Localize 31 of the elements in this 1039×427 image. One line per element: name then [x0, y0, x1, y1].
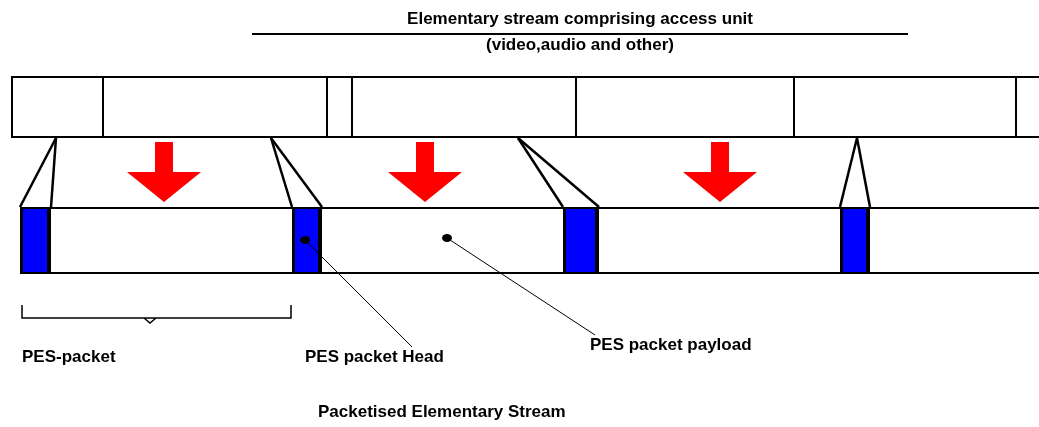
block-arrow [127, 142, 201, 202]
access-unit-cell [793, 76, 1017, 138]
access-unit-cell [575, 76, 795, 138]
leader-line [442, 234, 596, 336]
leader-line [300, 236, 413, 348]
mapping-line [516, 137, 565, 208]
mapping-line [18, 137, 58, 208]
payload-block [320, 207, 565, 274]
block-arrow [683, 142, 757, 202]
leader-label: PES packet Head [305, 347, 444, 367]
payload-block [49, 207, 294, 274]
access-unit-cell [351, 76, 577, 138]
payload-block [597, 207, 842, 274]
mapping-line [270, 137, 323, 208]
mapping-line [838, 137, 859, 208]
header-block [20, 207, 51, 274]
mapping-line [855, 137, 872, 208]
block-arrow [388, 142, 462, 202]
mapping-line [49, 137, 58, 208]
leader-label: PES packet payload [590, 335, 752, 355]
header-block [840, 207, 870, 274]
mapping-line [517, 137, 600, 208]
payload-block [868, 207, 1039, 274]
access-unit-cell [11, 76, 104, 138]
caption: Packetised Elementary Stream [318, 402, 566, 422]
diagram-title: Elementary stream comprising access unit (video,audio and other) [406, 8, 754, 56]
header-block [563, 207, 599, 274]
access-unit-cell [326, 76, 353, 138]
bracket-label: PES-packet [22, 347, 116, 367]
mapping-line [269, 137, 294, 208]
access-unit-cell [102, 76, 328, 138]
